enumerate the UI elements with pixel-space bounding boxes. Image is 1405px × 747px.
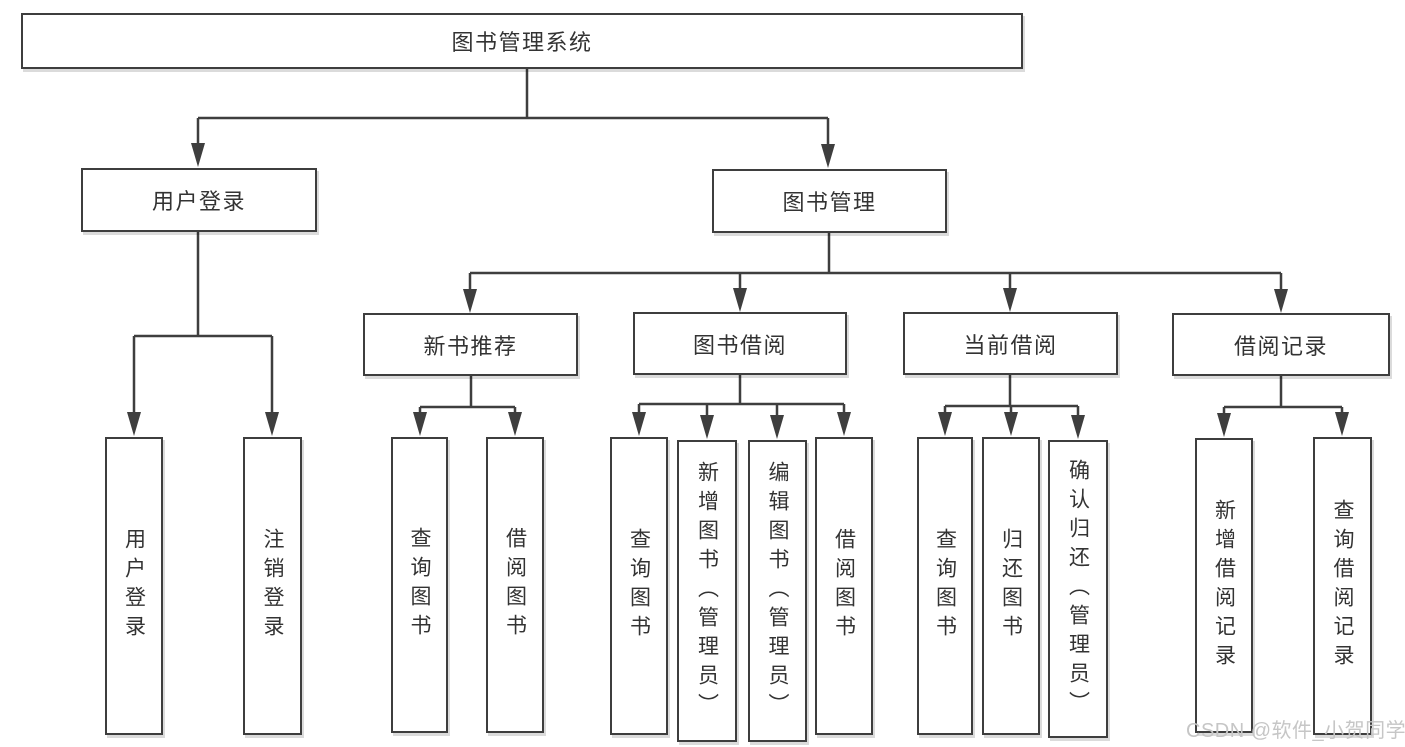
leaf-borrow-borrow-books: 借阅图书 — [815, 437, 873, 735]
leaf-logout: 注销登录 — [243, 437, 302, 735]
arrowhead-icon — [191, 143, 205, 167]
node-current-borrow: 当前借阅 — [903, 312, 1118, 375]
watermark: CSDN @软件_小贺同学 — [1186, 720, 1405, 742]
leaf-borrow-add-books-admin: 新增图书（管理员） — [677, 440, 737, 742]
arrowhead-icon — [1274, 289, 1288, 313]
arrowhead-icon — [463, 289, 477, 313]
leaf-current-query-books: 查询图书 — [917, 437, 973, 735]
leaf-borrow-edit-books-admin: 编辑图书（管理员） — [748, 440, 807, 742]
leaf-records-add-record: 新增借阅记录 — [1195, 438, 1253, 733]
leaf-current-return-books: 归还图书 — [982, 437, 1040, 735]
node-borrow-records: 借阅记录 — [1172, 313, 1390, 376]
arrowheads — [127, 143, 1349, 439]
leaf-borrow-query-books: 查询图书 — [610, 437, 668, 735]
arrowhead-icon — [938, 412, 952, 436]
arrowhead-icon — [508, 412, 522, 436]
leaf-records-query-record: 查询借阅记录 — [1313, 437, 1372, 735]
node-book-borrow: 图书借阅 — [633, 312, 847, 375]
arrowhead-icon — [1335, 412, 1349, 436]
arrowhead-icon — [733, 288, 747, 312]
leaf-newbook-query-books: 查询图书 — [391, 437, 448, 733]
arrowhead-icon — [700, 415, 714, 439]
arrowhead-icon — [265, 412, 279, 436]
leaf-current-confirm-return-admin: 确认归还（管理员） — [1048, 440, 1108, 738]
arrowhead-icon — [770, 415, 784, 439]
arrowhead-icon — [837, 412, 851, 436]
arrowhead-icon — [821, 144, 835, 168]
node-user-login: 用户登录 — [81, 168, 317, 232]
connector-path — [132, 69, 1344, 420]
arrowhead-icon — [1071, 415, 1085, 439]
node-root: 图书管理系统 — [21, 13, 1023, 69]
arrowhead-icon — [1217, 413, 1231, 437]
arrowhead-icon — [632, 412, 646, 436]
arrowhead-icon — [1003, 288, 1017, 312]
arrowhead-icon — [413, 412, 427, 436]
node-new-book-recommend: 新书推荐 — [363, 313, 578, 376]
arrowhead-icon — [127, 412, 141, 436]
arrowhead-icon — [1004, 412, 1018, 436]
leaf-newbook-borrow-books: 借阅图书 — [486, 437, 544, 733]
node-book-management: 图书管理 — [712, 169, 947, 233]
leaf-user-login: 用户登录 — [105, 437, 163, 735]
